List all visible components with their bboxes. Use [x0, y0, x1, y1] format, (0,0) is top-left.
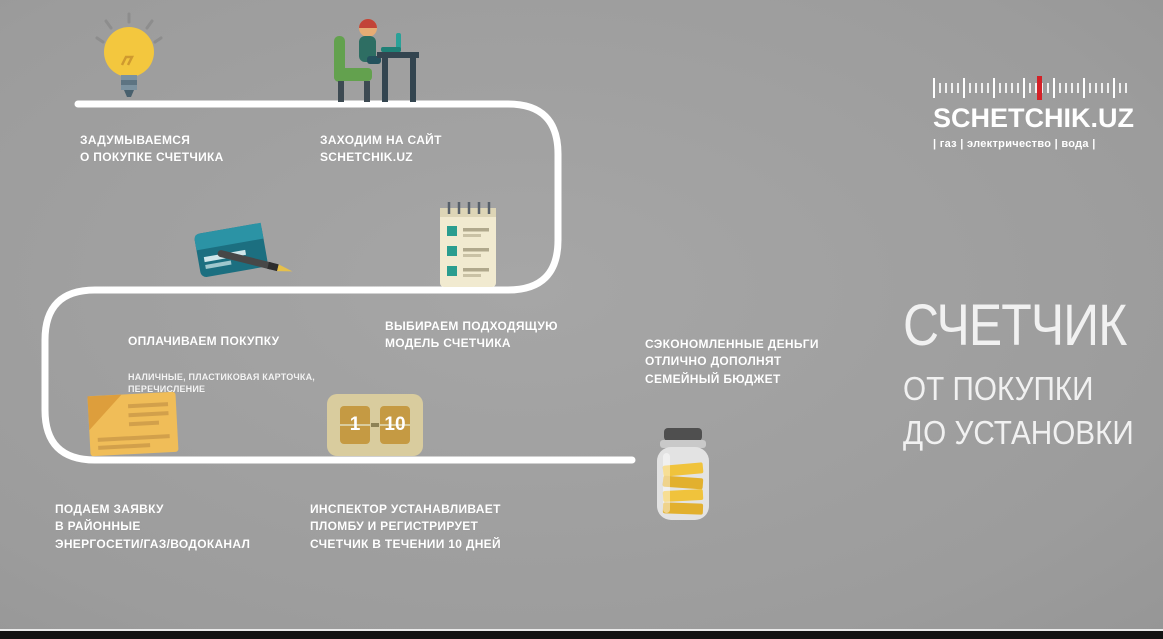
step-block-pay: ОПЛАЧИВАЕМ ПОКУПКУ НАЛИЧНЫЕ, ПЛАСТИКОВАЯ… [128, 316, 315, 413]
step-sublabel-pay: НАЛИЧНЫЕ, ПЛАСТИКОВАЯ КАРТОЧКА, ПЕРЕЧИСЛ… [128, 372, 316, 395]
ruler-red-marker [1037, 76, 1042, 100]
calendar-day-to: 10 [384, 414, 406, 435]
lightbulb-icon [95, 12, 163, 104]
money-jar-icon [647, 426, 719, 524]
main-title-line2: ОТ ПОКУПКИ [903, 370, 1094, 407]
logo: SCHETCHIK.UZ | газ | электричество | вод… [933, 76, 1134, 150]
person-at-desk-icon [322, 6, 422, 104]
calendar-icon: 1 10 [326, 392, 424, 458]
step-label-savings: СЭКОНОМЛЕННЫЕ ДЕНЬГИ ОТЛИЧНО ДОПОЛНЯТ СЕ… [645, 337, 819, 386]
notepad-icon [437, 198, 499, 290]
application-form-icon [83, 388, 183, 460]
calendar-day-from: 1 [349, 414, 361, 435]
step-label-inspector: ИНСПЕКТОР УСТАНАВЛИВАЕТ ПЛОМБУ И РЕГИСТР… [310, 502, 501, 551]
credit-card-icon [183, 208, 298, 288]
step-label-pay: ОПЛАЧИВАЕМ ПОКУПКУ [128, 334, 280, 349]
ruler-icon [933, 76, 1131, 100]
logo-title: SCHETCHIK.UZ [933, 103, 1134, 133]
step-label-choose-model: ВЫБИРАЕМ ПОДХОДЯЩУЮ МОДЕЛЬ СЧЕТЧИКА [385, 319, 558, 351]
bottom-black-strip [0, 631, 1163, 639]
logo-tagline: | газ | электричество | вода | [933, 138, 1096, 150]
step-label-visit-site: ЗАХОДИМ НА САЙТ SCHETCHIK.UZ [320, 133, 442, 165]
main-title-line3: ДО УСТАНОВКИ [903, 414, 1134, 451]
step-label-think: ЗАДУМЫВАЕМСЯ О ПОКУПКЕ СЧЕТЧИКА [80, 133, 224, 165]
bottom-white-strip [0, 629, 1163, 631]
step-label-apply: ПОДАЕМ ЗАЯВКУ В РАЙОННЫЕ ЭНЕРГОСЕТИ/ГАЗ/… [55, 502, 251, 551]
main-title-line1: СЧЕТЧИК [903, 293, 1127, 358]
